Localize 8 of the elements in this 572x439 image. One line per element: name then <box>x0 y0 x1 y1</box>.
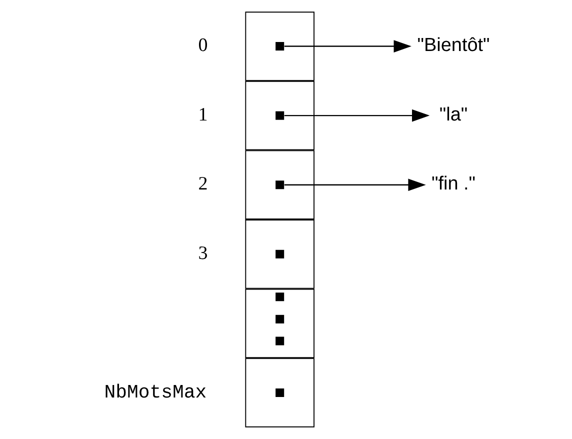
node-label: 1 <box>198 104 208 126</box>
node-label: 3 <box>198 242 208 264</box>
node-label: NbMotsMax <box>104 381 207 404</box>
node-text: "fin ." <box>432 174 476 195</box>
node-label: 2 <box>198 174 208 195</box>
node-label: 0 <box>198 35 208 56</box>
node-text: "la" <box>439 104 468 126</box>
node-text: "Bientôt" <box>417 35 490 56</box>
